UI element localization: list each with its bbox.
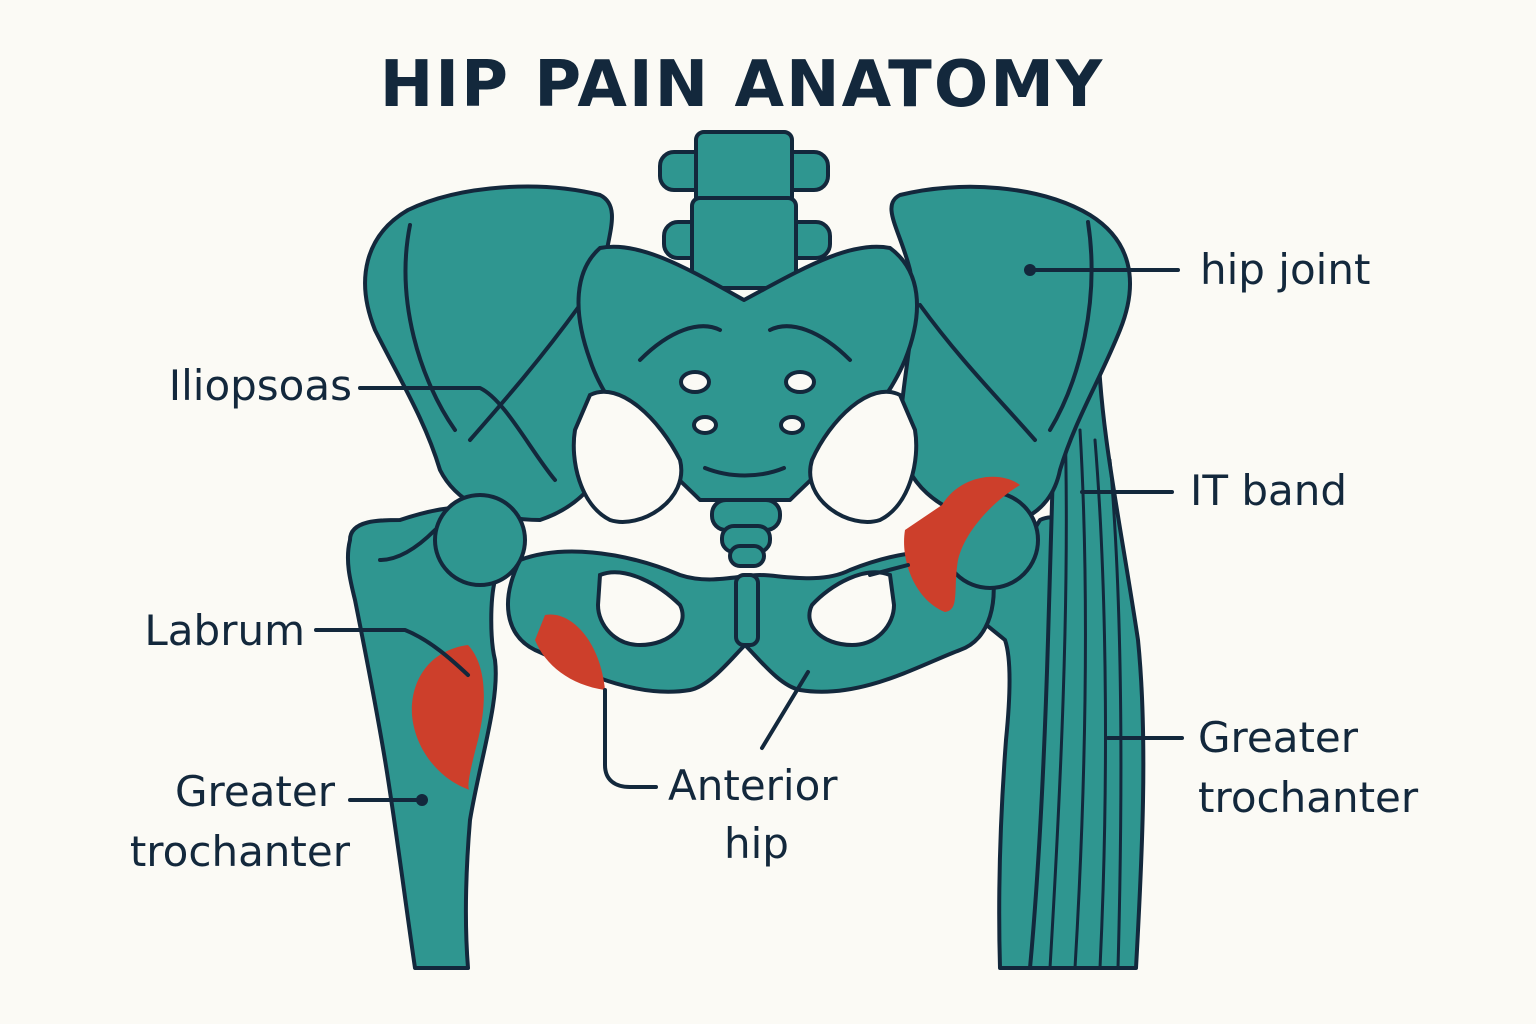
page-title: HIP PAIN ANATOMY (380, 48, 1105, 122)
label-anterior-hip-line1: Anterior (668, 761, 838, 810)
label-labrum: Labrum (144, 606, 305, 655)
label-iliopsoas: Iliopsoas (169, 361, 352, 410)
label-right-greater-trochanter-line2: trochanter (1198, 773, 1419, 822)
right-femur (966, 338, 1146, 970)
left-ilium (363, 184, 617, 522)
label-hip-joint: hip joint (1200, 245, 1370, 294)
pain-area-anterior-hip (535, 614, 605, 690)
pain-area-right-hip-joint (904, 476, 1020, 612)
pain-area-left-trochanter (411, 645, 484, 790)
left-pelvic-inlet (571, 389, 684, 524)
iliopsoas-leader (358, 386, 557, 482)
label-left-greater-trochanter-line2: trochanter (130, 827, 351, 876)
pubic-region (506, 549, 996, 694)
anterior-hip-leader-2 (760, 670, 810, 750)
pain-areas (411, 476, 1020, 790)
labrum-leader (314, 628, 470, 677)
lumbar-spine (658, 130, 832, 290)
label-it-band: IT band (1190, 466, 1347, 515)
hip-joint-inner-leader (868, 563, 910, 577)
anterior-hip-leader (603, 688, 658, 789)
label-left-greater-trochanter-line1: Greater (175, 767, 336, 816)
right-pelvic-inlet (808, 389, 919, 524)
label-right-greater-trochanter-line1: Greater (1198, 713, 1359, 762)
labels: hip joint Iliopsoas IT band Labrum Great… (130, 245, 1419, 876)
leader-lines (314, 264, 1184, 806)
label-anterior-hip-line2: hip (724, 819, 789, 868)
